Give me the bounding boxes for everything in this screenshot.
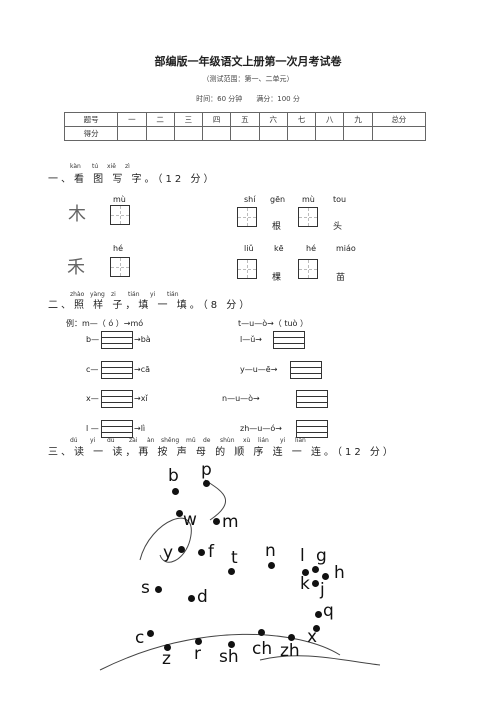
test-range: （测试范围：第一、二单元） <box>202 75 294 83</box>
dot[interactable] <box>312 580 319 587</box>
letter-w: w <box>183 510 197 530</box>
section2-heading: 二、照 样 子，填 一 填。（8 分） <box>48 300 253 311</box>
dot[interactable] <box>164 644 171 651</box>
dot[interactable] <box>213 518 220 525</box>
tree-pictograph-icon: 木 <box>68 204 86 225</box>
letter-c: c <box>135 628 145 648</box>
dot[interactable] <box>188 595 195 602</box>
pinyin-four-line-box[interactable] <box>296 390 328 408</box>
dot[interactable] <box>155 586 162 593</box>
write-box[interactable] <box>110 257 130 277</box>
letter-l: l <box>300 546 305 566</box>
dot[interactable] <box>315 611 322 618</box>
dot[interactable] <box>258 629 265 636</box>
letter-z: z <box>162 649 171 669</box>
letter-p: p <box>201 460 212 480</box>
dot[interactable] <box>172 488 179 495</box>
dot[interactable] <box>302 569 309 576</box>
letter-f: f <box>208 542 214 562</box>
write-box[interactable] <box>298 207 318 227</box>
letter-k: k <box>300 574 310 594</box>
letter-t: t <box>231 548 238 568</box>
letter-s: s <box>141 578 150 598</box>
letter-d: d <box>197 587 208 607</box>
dot[interactable] <box>147 630 154 637</box>
write-box[interactable] <box>110 205 130 225</box>
score-row-label: 得分 <box>63 126 119 141</box>
letter-q: q <box>323 601 334 621</box>
example-left: 例：m—（ ó ）→mó <box>66 319 144 328</box>
dot[interactable] <box>195 638 202 645</box>
pinyin-four-line-box[interactable] <box>296 420 328 438</box>
pinyin-four-line-box[interactable] <box>101 390 133 408</box>
exam-title: 部编版一年级语文上册第一次月考试卷 <box>154 55 342 68</box>
letter-g: g <box>316 546 327 566</box>
dot[interactable] <box>268 562 275 569</box>
pinyin-four-line-box[interactable] <box>101 361 133 379</box>
dot[interactable] <box>203 480 210 487</box>
score-table: 题号一二三四五六七八九总分 得分 <box>63 112 427 141</box>
letter-r: r <box>194 644 201 664</box>
pinyin-four-line-box[interactable] <box>290 361 322 379</box>
dot[interactable] <box>313 625 320 632</box>
letter-j: j <box>320 580 325 600</box>
pinyin-four-line-box[interactable] <box>273 331 305 349</box>
dot[interactable] <box>178 546 185 553</box>
dot[interactable] <box>228 568 235 575</box>
dot[interactable] <box>198 549 205 556</box>
dot[interactable] <box>322 573 329 580</box>
letter-y: y <box>163 543 174 563</box>
letter-b: b <box>168 466 179 486</box>
letter-h: h <box>334 563 345 583</box>
letter-m: m <box>222 512 239 532</box>
write-box[interactable] <box>237 207 257 227</box>
dot[interactable] <box>228 641 235 648</box>
letter-sh: sh <box>219 647 239 667</box>
decorative-curves <box>99 479 381 671</box>
section1-heading: 一、看 图 写 字。（12 分） <box>48 174 217 185</box>
pinyin-four-line-box[interactable] <box>101 331 133 349</box>
dot[interactable] <box>176 510 183 517</box>
dot[interactable] <box>312 566 319 573</box>
letter-x: x <box>307 627 318 647</box>
letter-zh: zh <box>280 641 300 661</box>
dot[interactable] <box>288 634 295 641</box>
write-box[interactable] <box>298 259 318 279</box>
pinyin-four-line-box[interactable] <box>101 420 133 438</box>
score-header: 题号 <box>63 112 119 127</box>
letter-n: n <box>265 541 276 561</box>
example-right: t—u—ò→（ tuò ） <box>238 319 308 328</box>
section3-heading: 三、读 一 读，再 按 声 母 的 顺 序 连 一 连。（12 分） <box>48 447 396 458</box>
letter-ch: ch <box>252 639 273 659</box>
s1-pinyin: kàn <box>70 163 81 170</box>
time-score: 时间：60 分钟 满分：100 分 <box>196 95 300 103</box>
grain-pictograph-icon: 禾 <box>67 257 85 278</box>
write-box[interactable] <box>237 259 257 279</box>
